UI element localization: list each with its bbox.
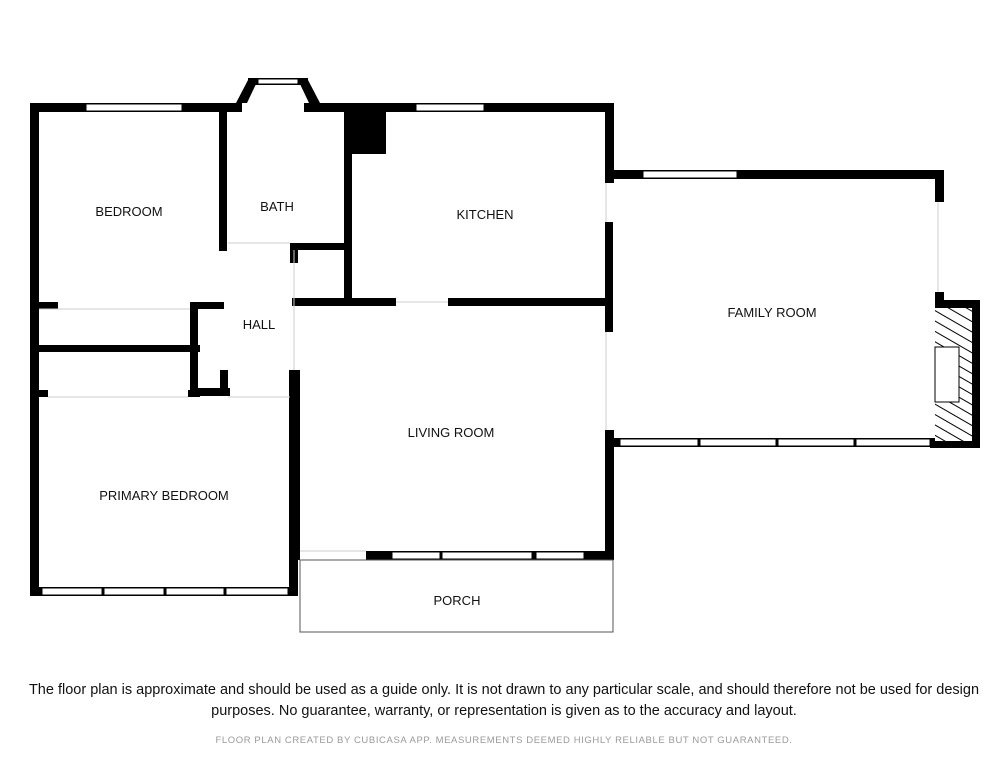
floor-plan: BEDROOM BATH KITCHEN FAMILY ROOM HALL LI… [30,78,980,633]
room-label-primary-bedroom: PRIMARY BEDROOM [99,488,229,503]
disclaimer-line-2: purposes. No guarantee, warranty, or rep… [211,703,797,719]
disclaimer-text: The floor plan is approximate and should… [20,680,988,722]
exterior-walls [30,78,980,596]
room-label-hall: HALL [243,317,276,332]
room-label-bath: BATH [260,199,294,214]
porch-outline [299,559,614,633]
credit-text: FLOOR PLAN CREATED BY CUBICASA APP. MEAS… [215,735,793,746]
room-label-porch: PORCH [434,593,481,608]
fireplace [934,308,972,441]
room-label-family-room: FAMILY ROOM [727,305,816,320]
room-label-bedroom: BEDROOM [95,204,162,219]
windows [41,78,931,596]
openings [39,183,939,552]
room-label-kitchen: KITCHEN [456,207,513,222]
interior-walls [30,103,613,397]
disclaimer-line-1: The floor plan is approximate and should… [28,682,980,698]
room-label-living-room: LIVING ROOM [408,425,495,440]
